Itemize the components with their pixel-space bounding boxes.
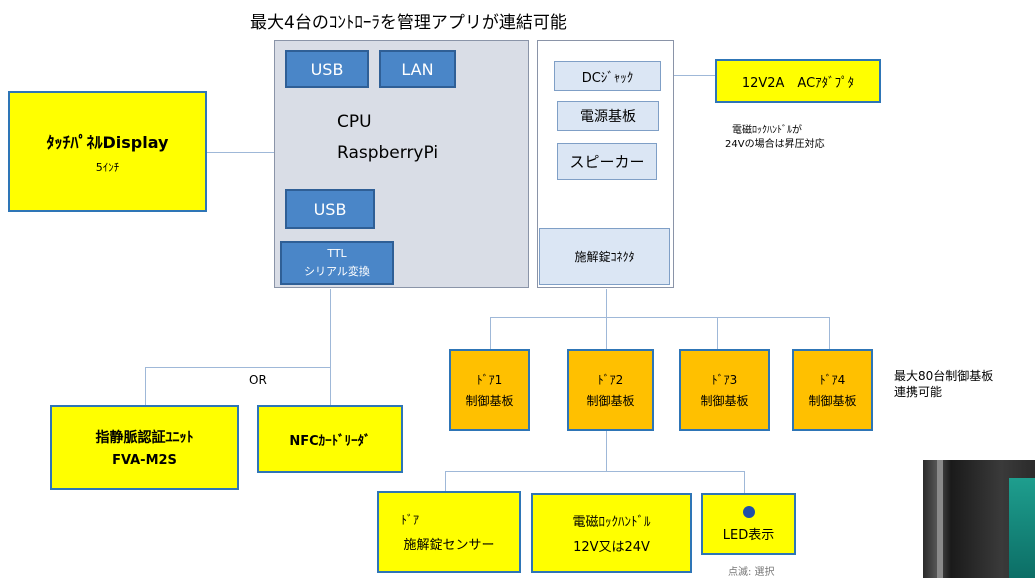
voltage-note-line1: 電磁ﾛｯｸﾊﾝﾄﾞﾙが (732, 125, 802, 136)
serial-label: シリアル変換 (304, 265, 370, 278)
line-or-left-drop (145, 367, 146, 405)
raspberrypi-label: RaspberryPi (337, 143, 439, 163)
line-door1-drop (490, 317, 491, 349)
touch-panel-size: 5ｲﾝﾁ (95, 160, 120, 174)
line-or-horizontal (145, 367, 331, 368)
door2-label: ﾄﾞｱ2 (597, 373, 624, 387)
door1-label: ﾄﾞｱ1 (476, 373, 503, 387)
door3-board-box: ﾄﾞｱ3 制御基板 (679, 349, 770, 431)
cpu-label: CPU (337, 112, 372, 132)
door3-label: ﾄﾞｱ3 (711, 373, 738, 387)
vein-unit-box: 指静脈認証ﾕﾆｯﾄ FVA-M2S (50, 405, 239, 490)
speaker-label: スピーカー (569, 153, 645, 171)
usb-top-label: USB (310, 59, 344, 79)
door4-board-label: 制御基板 (808, 394, 857, 408)
door2-board-box: ﾄﾞｱ2 制御基板 (567, 349, 654, 431)
door1-board-label: 制御基板 (465, 394, 514, 408)
door3-board-label: 制御基板 (700, 394, 749, 408)
boards-note-line2: 連携可能 (894, 385, 943, 399)
door1-board-box: ﾄﾞｱ1 制御基板 (449, 349, 530, 431)
led-note: 点滅: 選択 (728, 567, 775, 578)
lan-label: LAN (401, 59, 434, 79)
nfc-reader-label: NFCｶｰﾄﾞﾘｰﾀﾞ (289, 433, 371, 449)
line-or-right-drop (330, 367, 331, 405)
line-touch-to-board (207, 152, 274, 153)
lock-connector-label: 施解錠ｺﾈｸﾀ (574, 250, 635, 264)
vein-unit-model: FVA-M2S (112, 453, 177, 468)
ac-adapter-label: 12V2A ACｱﾀﾞﾌﾟﾀ (741, 75, 855, 91)
line-door3-drop (717, 317, 718, 349)
power-board-box: 電源基板 (557, 101, 659, 131)
boards-note-line1: 最大80台制御基板 (894, 369, 994, 383)
usb-top-box: USB (285, 50, 369, 88)
device-photo (923, 460, 1035, 578)
line-led-drop (744, 471, 745, 493)
lock-connector-box: 施解錠ｺﾈｸﾀ (539, 228, 670, 285)
touch-panel-label: ﾀｯﾁﾊﾟﾈﾙDisplay (46, 132, 169, 152)
led-dot-icon (742, 505, 755, 518)
power-board-label: 電源基板 (580, 109, 636, 125)
line-peripheral-bus (445, 471, 745, 472)
line-connector-down (606, 289, 607, 317)
door2-board-label: 制御基板 (586, 394, 635, 408)
touch-panel-box: ﾀｯﾁﾊﾟﾈﾙDisplay 5ｲﾝﾁ (8, 91, 207, 212)
door-sensor-box: ﾄﾞｱ 施解錠センサー (377, 491, 521, 573)
line-door2-down (606, 431, 607, 471)
or-label: OR (249, 373, 267, 387)
dc-jack-label: DCｼﾞｬｯｸ (581, 70, 634, 86)
lock-handle-voltage: 12V又は24V (573, 540, 650, 555)
line-sensor-drop (445, 471, 446, 491)
diagram-title: 最大4台のｺﾝﾄﾛｰﾗを管理アプリが連結可能 (250, 13, 567, 33)
vein-unit-label: 指静脈認証ﾕﾆｯﾄ (95, 430, 194, 446)
dc-jack-box: DCｼﾞｬｯｸ (554, 61, 661, 91)
device-frame-edge (937, 460, 943, 578)
ttl-serial-box: TTL シリアル変換 (280, 241, 394, 285)
line-door-bus (490, 317, 829, 318)
usb-bottom-box: USB (285, 189, 375, 229)
line-board-down (330, 289, 331, 367)
led-label: LED表示 (722, 527, 775, 543)
line-door2-drop (606, 317, 607, 349)
nfc-reader-box: NFCｶｰﾄﾞﾘｰﾀﾞ (257, 405, 403, 473)
lock-handle-box: 電磁ﾛｯｸﾊﾝﾄﾞﾙ 12V又は24V (531, 493, 692, 573)
ttl-label: TTL (327, 247, 347, 260)
voltage-note-line2: 24Vの場合は昇圧対応 (725, 139, 825, 150)
door4-board-box: ﾄﾞｱ4 制御基板 (792, 349, 873, 431)
device-screen (1009, 478, 1035, 578)
usb-bottom-label: USB (313, 199, 347, 219)
door-sensor-line2: 施解錠センサー (403, 538, 495, 553)
door4-label: ﾄﾞｱ4 (819, 373, 846, 387)
door-sensor-line1: ﾄﾞｱ (401, 513, 420, 527)
line-door4-drop (829, 317, 830, 349)
ac-adapter-box: 12V2A ACｱﾀﾞﾌﾟﾀ (715, 59, 881, 103)
led-box: LED表示 (701, 493, 796, 555)
lock-handle-label: 電磁ﾛｯｸﾊﾝﾄﾞﾙ (572, 515, 651, 530)
lan-box: LAN (379, 50, 456, 88)
speaker-box: スピーカー (557, 143, 657, 180)
line-dc-to-adapter (661, 75, 715, 76)
